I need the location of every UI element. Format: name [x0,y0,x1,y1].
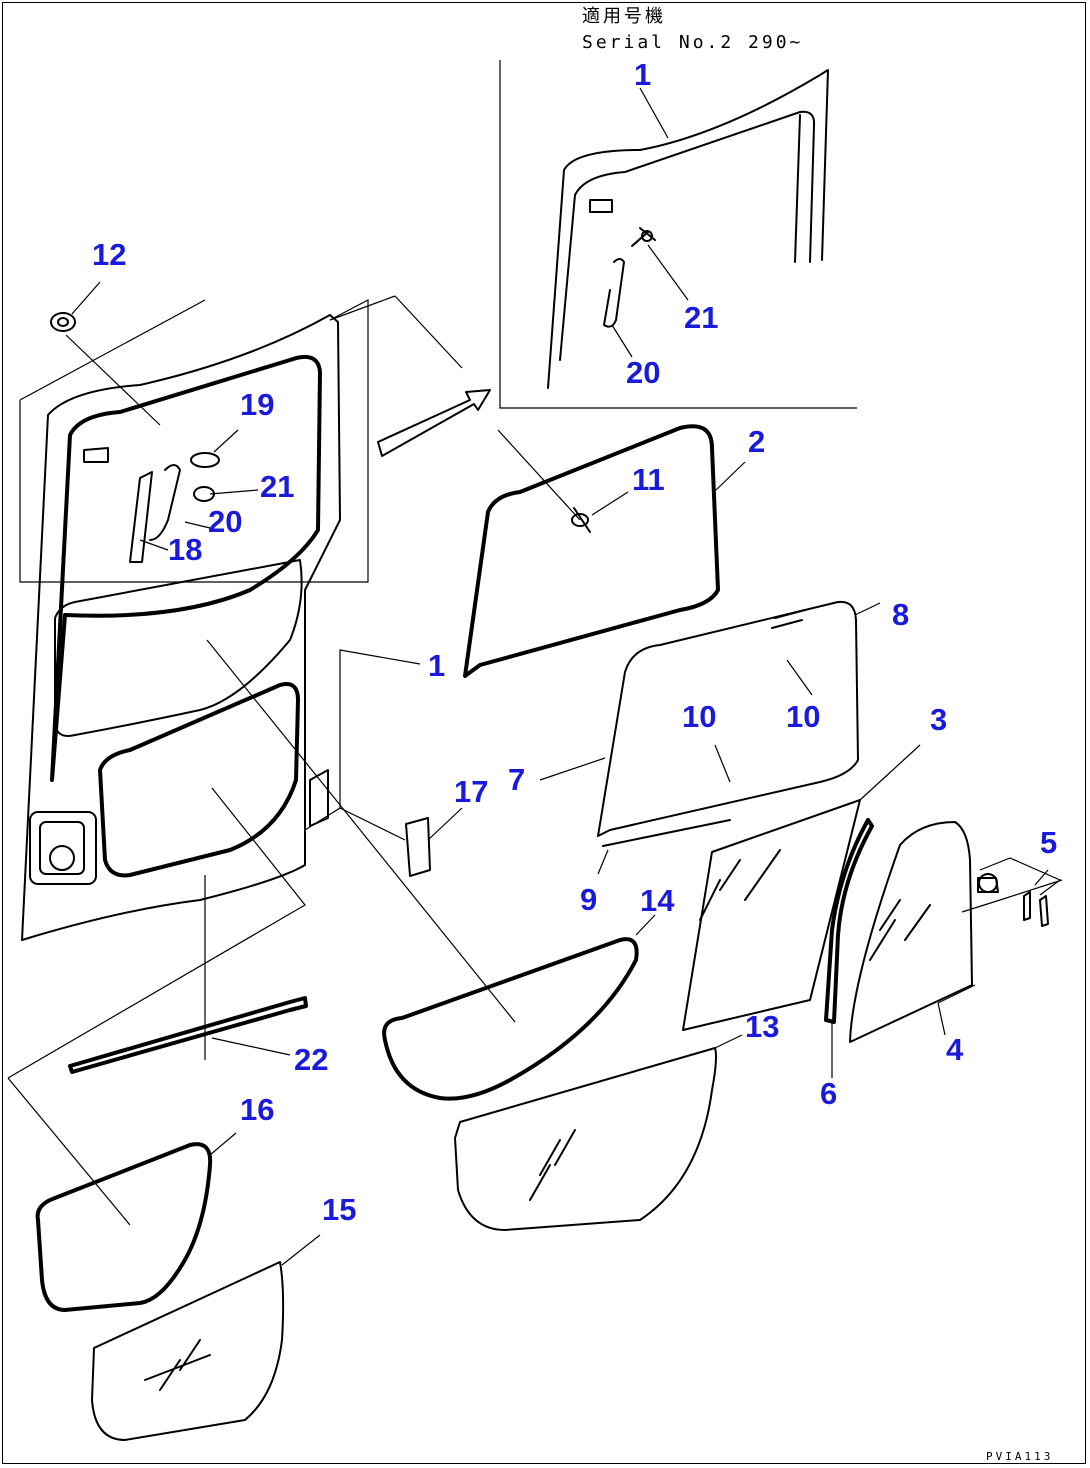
callout-6: 6 [820,1076,837,1111]
part-7-8-glass [539,600,881,875]
part-1-leader [304,649,421,841]
door-assembly [19,295,463,941]
callout-4: 4 [946,1032,964,1067]
part-3-13-glass [454,744,921,1231]
part-17-clip [405,807,463,877]
part-14-seal [206,639,656,1101]
callout-1: 1 [428,648,445,683]
reference-arrow [377,389,491,457]
serial-number-range: Serial No.2 290~ [582,32,803,53]
part-16-seal [35,1132,237,1312]
part-6-strip [824,818,874,1078]
callout-7: 7 [508,762,525,797]
callout-10-right: 10 [786,699,820,734]
part-5-latch [961,857,1063,927]
applicable-serial-heading: 適用号機 [582,6,666,27]
callout-16: 16 [240,1092,274,1127]
callout-14: 14 [640,883,675,918]
callout-inset-1: 1 [634,57,651,92]
callout-20: 20 [208,504,242,539]
callout-12: 12 [92,237,126,272]
part-12-washer [50,281,101,332]
drawing-code: PVIA113 [986,1450,1053,1463]
callout-21: 21 [260,469,294,504]
callout-19: 19 [240,387,274,422]
callout-8: 8 [892,597,909,632]
detail-inset [499,60,857,409]
part-22-strip [7,787,308,1226]
callout-5: 5 [1040,825,1057,860]
callout-3: 3 [930,702,947,737]
part-2-frame-seal [463,424,746,678]
callout-22: 22 [294,1042,328,1077]
callout-18: 18 [168,532,202,567]
callout-11: 11 [632,462,665,497]
main-leaders [139,429,259,551]
callout-17: 17 [454,774,488,809]
callout-10-left: 10 [682,699,716,734]
callout-2: 2 [748,424,765,459]
part-4-glass [849,821,976,1043]
callout-labels: 1 21 20 12 19 21 20 18 2 11 8 1 10 10 3 … [92,57,1057,1227]
callout-15: 15 [322,1192,356,1227]
callout-inset-21: 21 [684,300,718,335]
part-15-glass [91,1234,321,1441]
callout-9: 9 [580,882,597,917]
callout-13: 13 [745,1009,779,1044]
callout-inset-20: 20 [626,355,660,390]
